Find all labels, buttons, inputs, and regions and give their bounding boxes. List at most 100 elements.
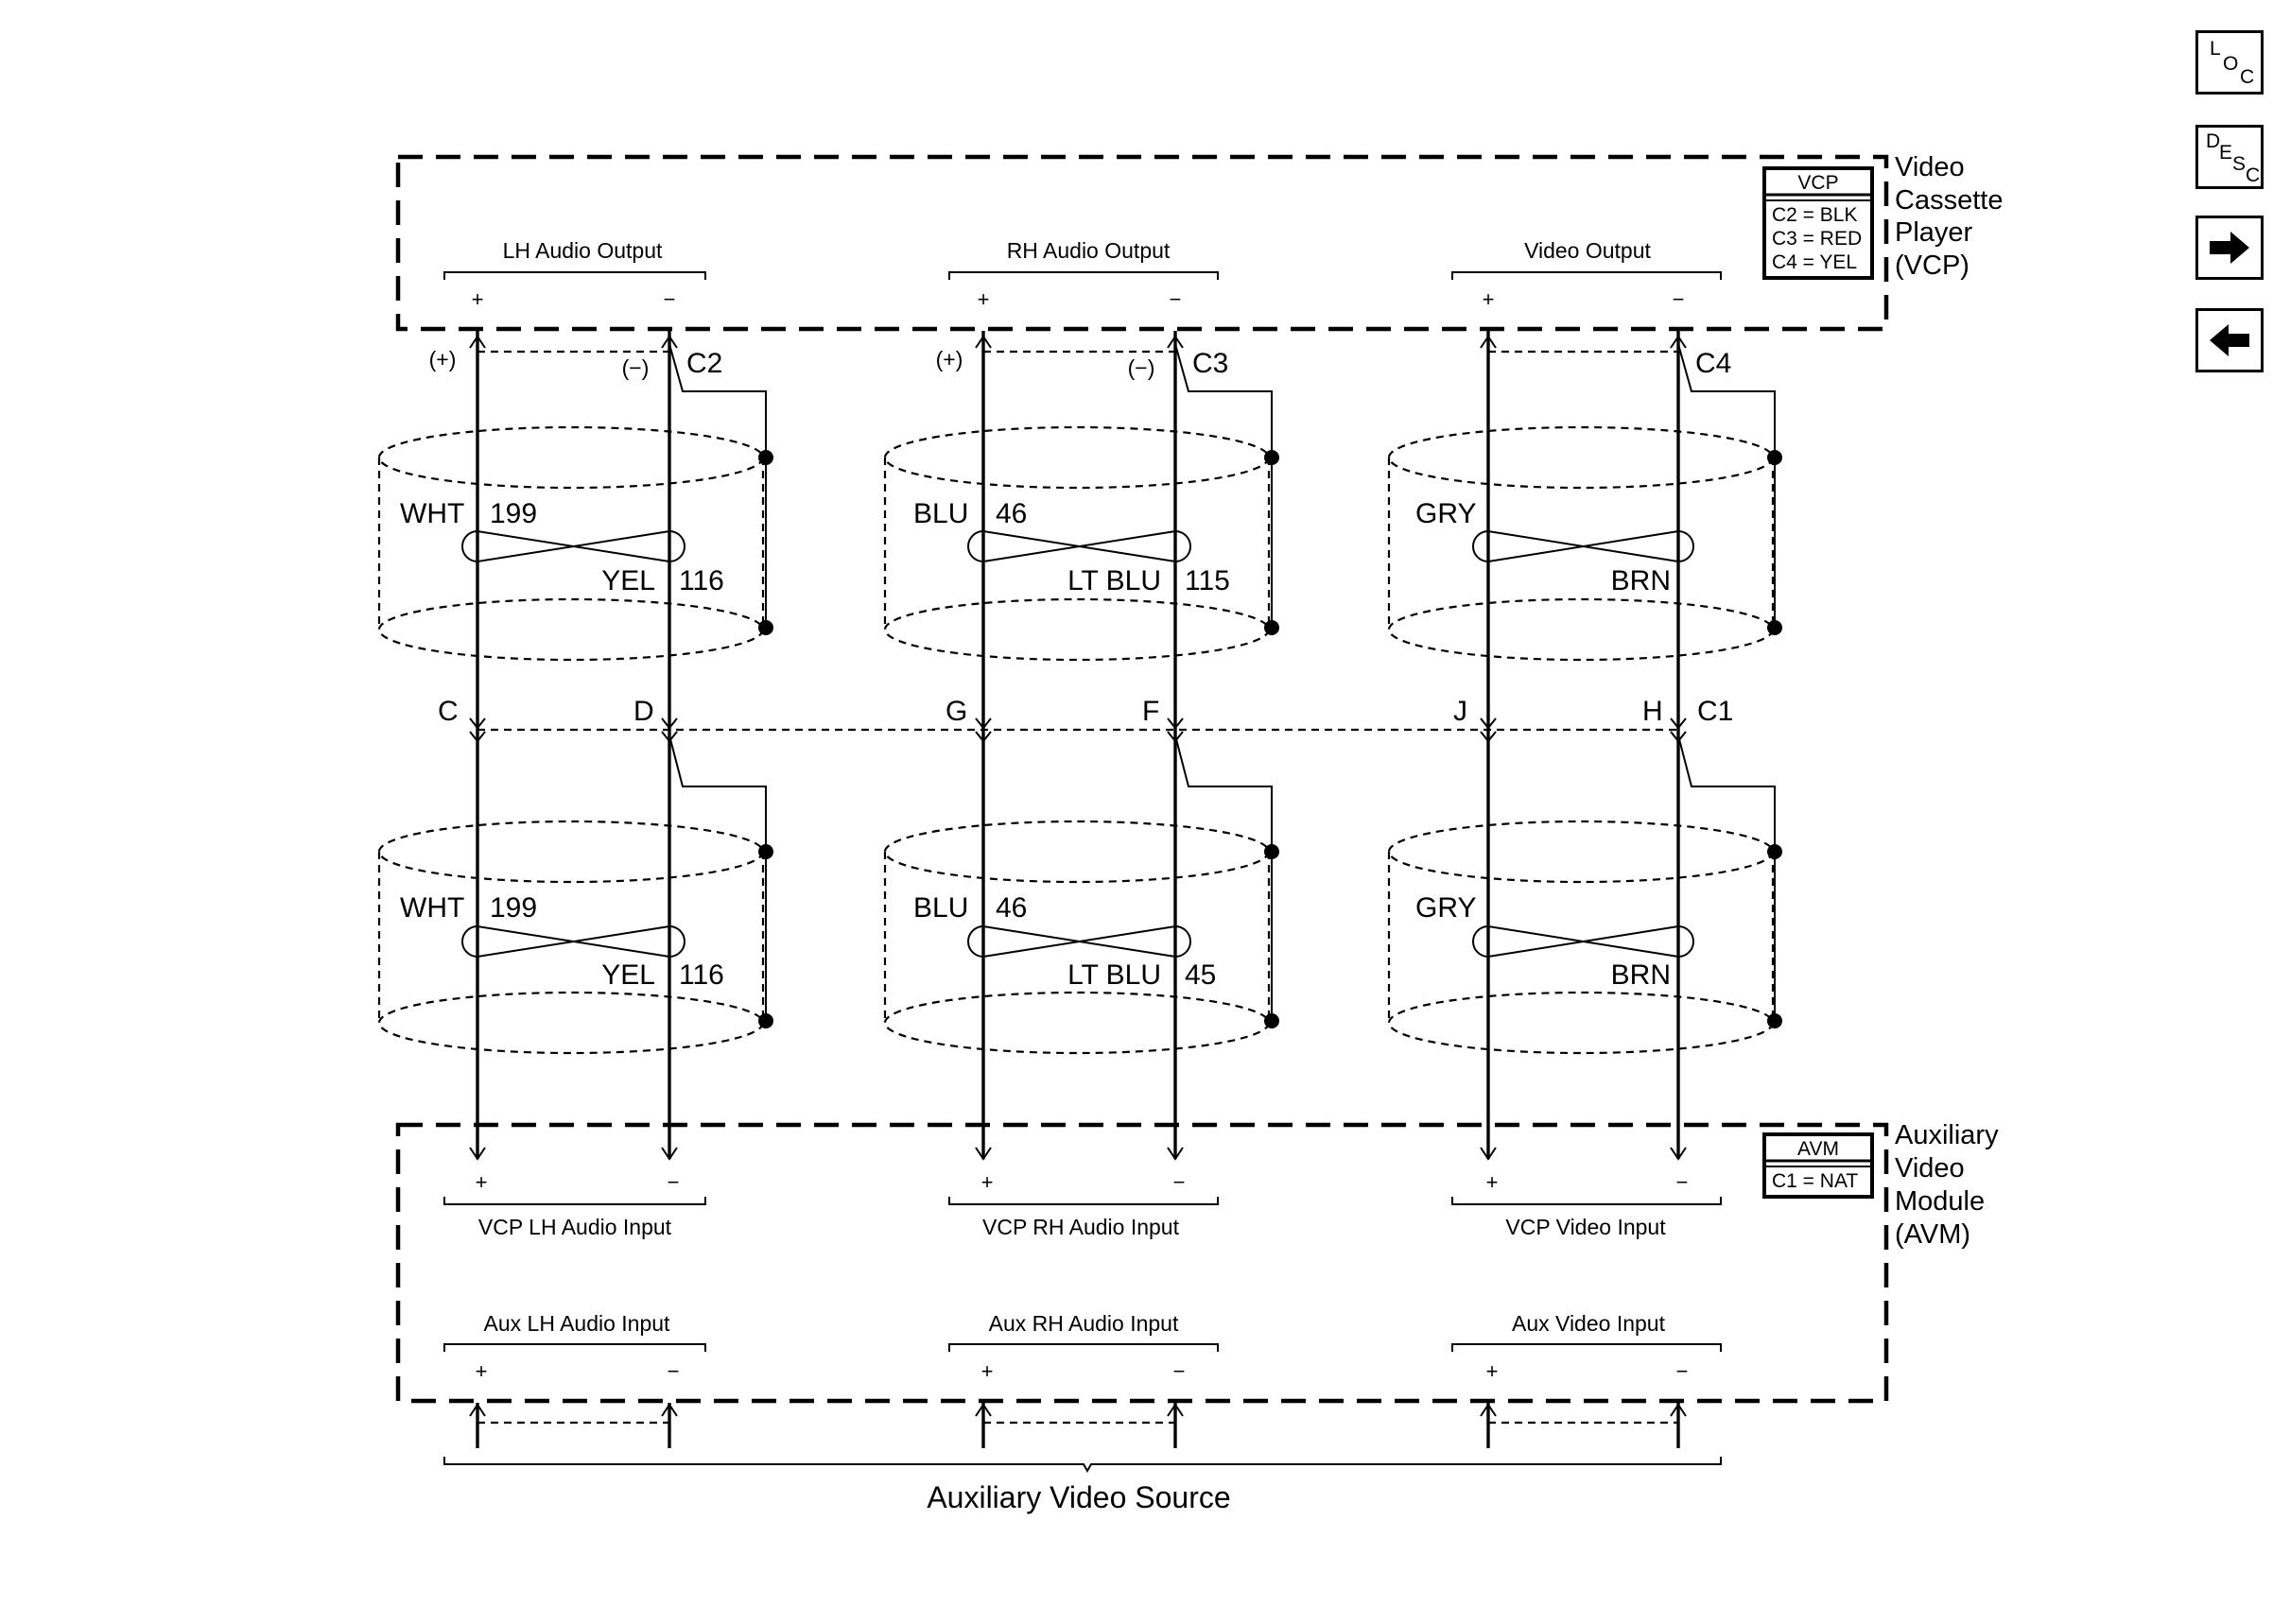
- drain-wires: [668, 343, 1782, 1028]
- desc-button-letter-e: E: [2219, 142, 2233, 164]
- vcp-output-video: Video Output + −: [1451, 238, 1722, 311]
- vcp-name-line-4: (VCP): [1895, 251, 1969, 281]
- vcp-rh-minus: −: [1170, 287, 1182, 311]
- signal-wires: [469, 331, 1687, 1161]
- avm-vcp-input-video-label: VCP Video Input: [1505, 1215, 1666, 1239]
- loc-button-letter-l: L: [2210, 38, 2221, 60]
- avm-aux-video-minus: −: [1676, 1359, 1689, 1383]
- wire-color-upper-rh-neg: LT BLU: [1067, 565, 1161, 596]
- avm-vcp-input-lh: + − VCP LH Audio Input: [443, 1170, 706, 1239]
- vcp-output-rh-label: RH Audio Output: [1007, 238, 1171, 263]
- wire-color-lower-video-neg: BRN: [1611, 959, 1671, 991]
- wire-color-upper-video-neg: BRN: [1611, 565, 1671, 596]
- vcp-rh-plus: +: [978, 287, 990, 311]
- vcp-table-row-c2: C2 = BLK: [1772, 204, 1857, 226]
- shield-video-lower: [1387, 820, 1775, 1055]
- arrow-left-icon: [2210, 324, 2249, 356]
- vcp-connector-table: VCP C2 = BLK C3 = RED C4 = YEL: [1762, 166, 1874, 280]
- avm-vcp-input-rh-label: VCP RH Audio Input: [982, 1215, 1180, 1239]
- wire-color-lower-lh-neg: YEL: [601, 959, 655, 991]
- avm-connector-table: AVM C1 = NAT: [1762, 1132, 1874, 1199]
- loc-button-letter-o: O: [2223, 53, 2239, 75]
- vcp-table-row-c4: C4 = YEL: [1772, 251, 1857, 273]
- vcp-table-header: VCP: [1797, 172, 1838, 194]
- avm-vcp-input-video: + − VCP Video Input: [1451, 1170, 1722, 1239]
- pin-h-label: H: [1642, 696, 1663, 727]
- avm-table-row-c1: C1 = NAT: [1772, 1170, 1858, 1192]
- vcp-rh-plus-paren: (+): [936, 347, 963, 371]
- desc-button[interactable]: D E S C: [2195, 125, 2264, 189]
- vcp-output-rh: RH Audio Output + −: [948, 238, 1219, 311]
- loc-button[interactable]: L O C: [2195, 30, 2264, 95]
- shield-rh-audio-lower: [883, 820, 1271, 1055]
- avm-name-line-3: Module: [1895, 1186, 1985, 1217]
- desc-button-letter-c: C: [2246, 164, 2261, 186]
- avm-aux-input-video-label: Aux Video Input: [1512, 1311, 1666, 1336]
- circuit-num-lower-rh-neg: 45: [1185, 959, 1216, 991]
- avm-vcp-input-lh-label: VCP LH Audio Input: [478, 1215, 672, 1239]
- connector-c4-label: C4: [1695, 348, 1731, 379]
- avm-vcp-video-minus: −: [1676, 1170, 1689, 1194]
- avm-vcp-lh-plus: +: [476, 1170, 488, 1194]
- desc-button-letter-d: D: [2206, 130, 2221, 152]
- connector-c1-label: C1: [1697, 696, 1733, 727]
- wire-color-lower-lh-pos: WHT: [400, 892, 464, 924]
- vcp-video-minus: −: [1673, 287, 1685, 311]
- prev-page-button[interactable]: [2195, 308, 2264, 372]
- aux-source-wires: [443, 1403, 1722, 1474]
- avm-aux-input-lh: Aux LH Audio Input + −: [443, 1311, 706, 1383]
- avm-aux-input-rh-label: Aux RH Audio Input: [989, 1311, 1179, 1336]
- avm-aux-input-video: Aux Video Input + −: [1451, 1311, 1722, 1383]
- avm-aux-input-rh: Aux RH Audio Input + −: [948, 1311, 1219, 1383]
- vcp-lh-minus-paren: (−): [622, 355, 650, 380]
- pin-j-label: J: [1453, 696, 1467, 727]
- wire-color-lower-rh-neg: LT BLU: [1067, 959, 1161, 991]
- avm-aux-video-plus: +: [1486, 1359, 1499, 1383]
- avm-aux-input-lh-label: Aux LH Audio Input: [484, 1311, 671, 1336]
- pin-f-label: F: [1142, 696, 1159, 727]
- vcp-name-line-1: Video: [1895, 152, 1965, 182]
- loc-button-letter-c: C: [2240, 66, 2255, 88]
- arrow-right-icon: [2210, 232, 2249, 264]
- vcp-name-line-2: Cassette: [1895, 185, 2003, 216]
- circuit-num-upper-lh-pos: 199: [490, 498, 537, 529]
- wire-color-upper-lh-pos: WHT: [400, 498, 464, 529]
- avm-name-line-1: Auxiliary: [1895, 1120, 1999, 1150]
- desc-button-letter-s: S: [2232, 153, 2247, 175]
- vcp-output-lh-label: LH Audio Output: [503, 238, 663, 263]
- connector-c3-label: C3: [1192, 348, 1228, 379]
- wire-color-lower-video-pos: GRY: [1415, 892, 1476, 924]
- circuit-num-upper-lh-neg: 116: [679, 565, 724, 596]
- avm-vcp-lh-minus: −: [668, 1170, 680, 1194]
- shield-lh-audio-lower: [377, 820, 765, 1055]
- wire-color-upper-lh-neg: YEL: [601, 565, 655, 596]
- vcp-output-video-label: Video Output: [1524, 238, 1651, 263]
- pin-d-label: D: [633, 696, 654, 727]
- wire-color-upper-rh-pos: BLU: [913, 498, 968, 529]
- avm-aux-rh-plus: +: [981, 1359, 994, 1383]
- avm-vcp-rh-plus: +: [981, 1170, 994, 1194]
- vcp-output-lh: LH Audio Output + −: [443, 238, 706, 311]
- shield-lh-audio-upper: [377, 425, 765, 662]
- circuit-num-upper-rh-neg: 115: [1185, 565, 1230, 596]
- circuit-num-lower-rh-pos: 46: [996, 892, 1027, 924]
- avm-vcp-video-plus: +: [1486, 1170, 1499, 1194]
- next-page-button[interactable]: [2195, 216, 2264, 280]
- shield-rh-audio-upper: [883, 425, 1271, 662]
- avm-aux-lh-minus: −: [668, 1359, 680, 1383]
- circuit-num-lower-lh-neg: 116: [679, 959, 724, 991]
- vcp-box: Video Cassette Player (VCP): [395, 152, 2003, 332]
- vcp-name-line-3: Player: [1895, 217, 1973, 248]
- shield-video-upper: [1387, 425, 1775, 662]
- avm-aux-lh-plus: +: [476, 1359, 488, 1383]
- avm-name-line-4: (AVM): [1895, 1219, 1970, 1250]
- vcp-table-row-c3: C3 = RED: [1772, 228, 1862, 250]
- wire-color-upper-video-pos: GRY: [1415, 498, 1476, 529]
- vcp-lh-minus: −: [664, 287, 676, 311]
- vcp-video-plus: +: [1483, 287, 1495, 311]
- vcp-lh-plus-paren: (+): [429, 347, 457, 371]
- vcp-rh-minus-paren: (−): [1128, 355, 1155, 380]
- circuit-num-lower-lh-pos: 199: [490, 892, 537, 924]
- avm-vcp-input-rh: + − VCP RH Audio Input: [948, 1170, 1219, 1239]
